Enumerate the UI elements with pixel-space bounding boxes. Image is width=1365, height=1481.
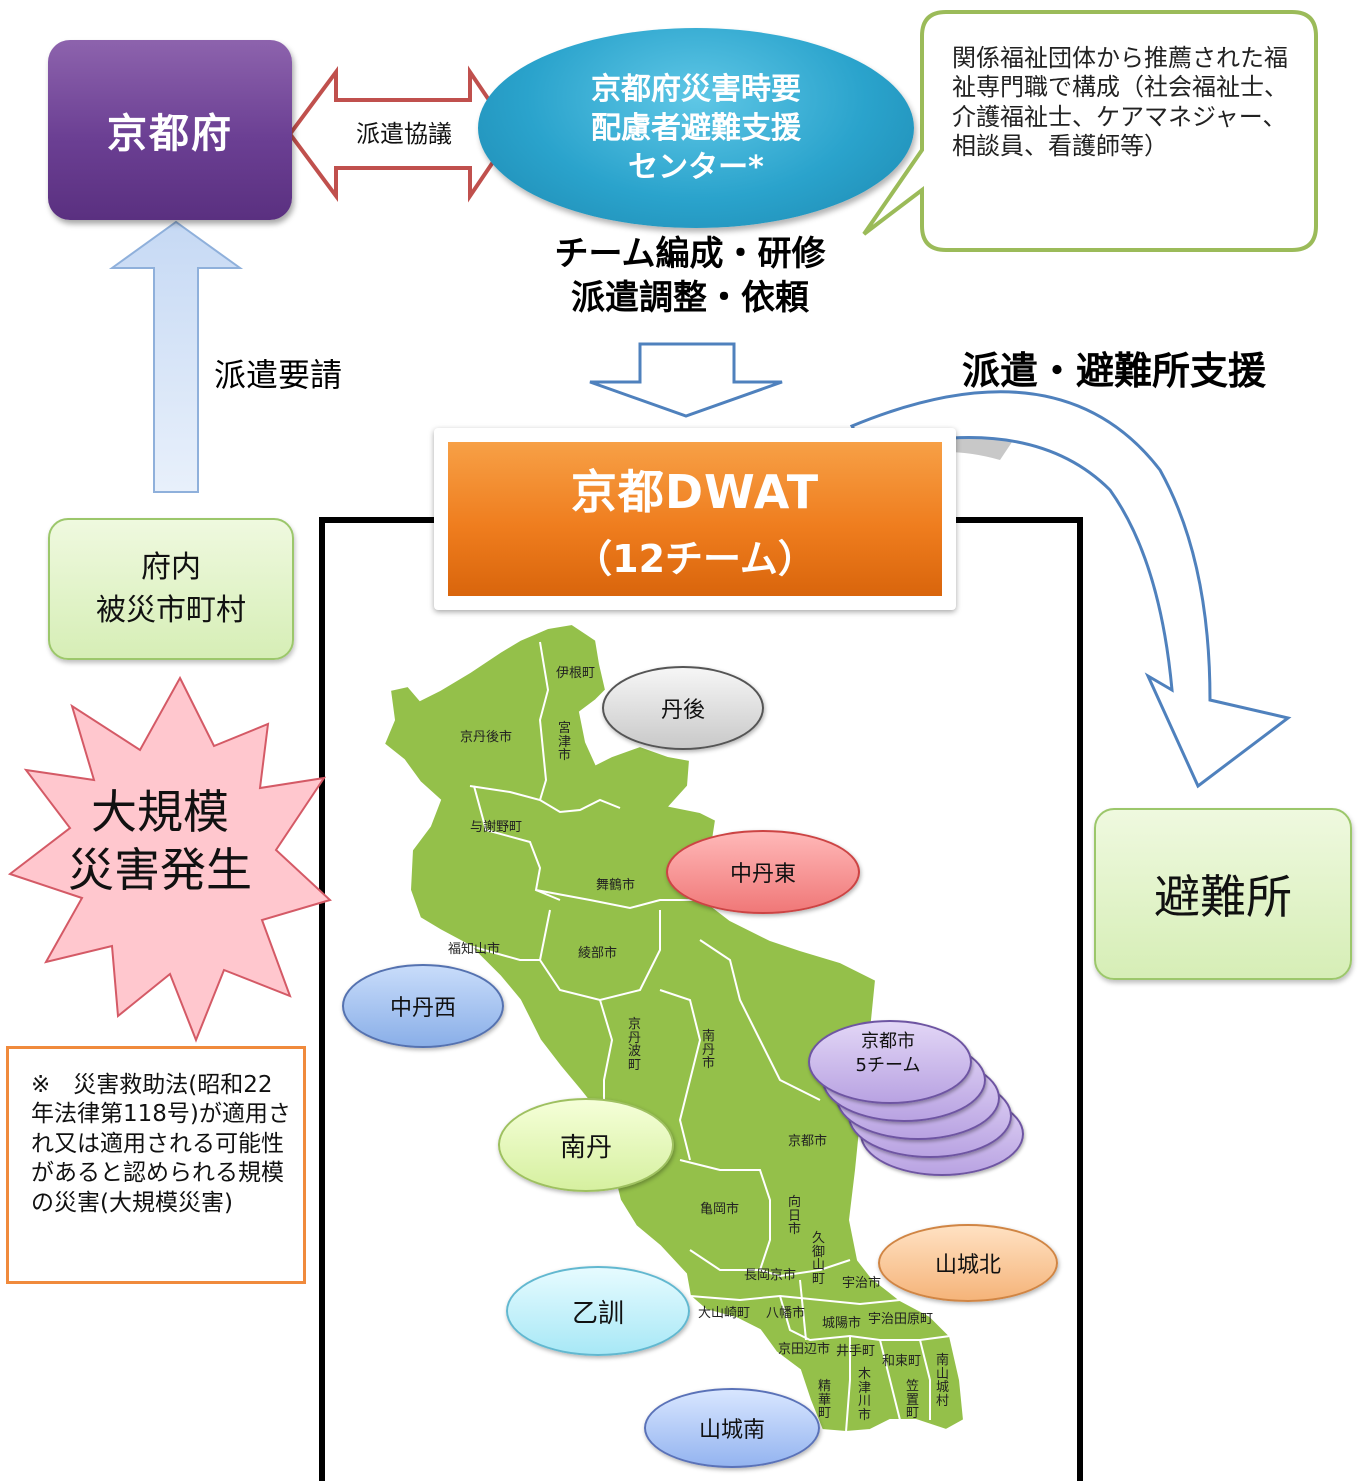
map-label-joyo: 城陽市 <box>822 1316 862 1331</box>
region-yamashiro-kita-label: 山城北 <box>934 1253 1001 1278</box>
curved-arrow <box>849 390 1292 789</box>
map-boundaries <box>469 641 951 1433</box>
footnote-text: ※ 災害救助法(昭和22年法律第118号)が適用され又は適用される可能性があると… <box>31 1072 291 1216</box>
region-yamashiro-minami-label: 山城南 <box>698 1418 765 1443</box>
region-chutansei-label: 中丹西 <box>389 996 456 1021</box>
disaster-label: 大規模 災害発生 <box>40 784 280 899</box>
map-label-yosano: 与謝野町 <box>470 820 523 835</box>
map-label-yawata: 八幡市 <box>766 1306 806 1321</box>
map-frame-right <box>950 517 1083 1481</box>
map-label-ide: 井手町 <box>836 1344 876 1359</box>
request-label: 派遣要請 <box>214 356 343 394</box>
tasks-line-1: チーム編成・研修 <box>554 234 826 274</box>
kyoto-city-label: 京都市 <box>861 1031 915 1052</box>
map-label-kizugawa: 木津川市 <box>858 1367 872 1423</box>
request-arrow <box>108 220 244 493</box>
region-nantan-label: 南丹 <box>559 1132 612 1163</box>
map-label-maizuru: 舞鶴市 <box>596 878 636 893</box>
kyoto-map <box>382 622 966 1434</box>
map-label-kyotango: 京丹後市 <box>460 730 513 745</box>
map-frame <box>319 517 440 1481</box>
map-label-kumiyama: 久御山町 <box>812 1231 826 1287</box>
map-label-ayabe: 綾部市 <box>578 946 618 961</box>
footnote-box: ※ 災害救助法(昭和22年法律第118号)が適用され又は適用される可能性があると… <box>6 1046 306 1284</box>
map-label-muko: 向日市 <box>788 1195 802 1238</box>
map-label-uji: 宇治市 <box>842 1276 882 1291</box>
callout-bubble <box>862 10 1318 252</box>
map-label-nagaokakyo: 長岡京市 <box>744 1268 797 1283</box>
shelter-box: 避難所 <box>1094 808 1352 980</box>
dwat-title: 京都DWAT <box>570 464 820 519</box>
map-label-seika: 精華町 <box>818 1379 832 1422</box>
disaster-line-2: 災害発生 <box>68 842 252 897</box>
disaster-starburst <box>7 675 332 1043</box>
shelter-label: 避難所 <box>1154 870 1292 924</box>
center-line-2: 配慮者避難支援 <box>591 110 801 146</box>
center-line-1: 京都府災害時要 <box>591 71 801 107</box>
map-label-kameoka: 亀岡市 <box>700 1202 740 1217</box>
region-chutanto-label: 中丹東 <box>729 862 796 887</box>
region-otokuni: 乙訓 <box>506 1266 690 1356</box>
callout-text: 関係福祉団体から推薦された福祉専門職で構成（社会福祉士、介護福祉士、ケアマネジャ… <box>952 44 1288 160</box>
prefecture-label: 京都府 <box>107 111 233 157</box>
kyoto-dwat-box: 京都DWAT （12チーム） <box>434 428 956 610</box>
map-label-kasagi: 笠置町 <box>906 1379 920 1422</box>
map-label-kyotamba: 京丹波町 <box>628 1017 642 1073</box>
agreement-label: 派遣協議 <box>356 120 452 148</box>
region-yamashiro-kita: 山城北 <box>878 1224 1058 1302</box>
municipality-line-2: 被災市町村 <box>96 593 246 628</box>
region-nantan: 南丹 <box>498 1098 674 1192</box>
down-arrow <box>589 342 783 418</box>
center-tasks: チーム編成・研修 派遣調整・依頼 <box>520 232 860 320</box>
region-tango-label: 丹後 <box>660 698 705 723</box>
map-label-minamiyamashiro: 南山城村 <box>936 1353 950 1409</box>
dwat-subtitle: （12チーム） <box>574 536 816 581</box>
disaster-line-1: 大規模 <box>91 785 229 839</box>
region-tango: 丹後 <box>602 666 764 750</box>
region-yamashiro-minami: 山城南 <box>644 1388 820 1468</box>
support-center-ellipse: 京都府災害時要 配慮者避難支援 センター* <box>478 28 914 228</box>
map-label-ine: 伊根町 <box>556 666 596 681</box>
map-label-ujitawara: 宇治田原町 <box>868 1312 934 1327</box>
map-label-miyazu: 宮津市 <box>558 721 572 764</box>
tasks-line-2: 派遣調整・依頼 <box>571 278 809 319</box>
kyoto-city-team-label: 京都市 5チーム <box>808 1030 968 1079</box>
kyoto-prefecture-box: 京都府 <box>48 40 292 220</box>
region-chutanto: 中丹東 <box>666 830 860 914</box>
map-label-kyoto-city: 京都市 <box>788 1134 828 1149</box>
region-otokuni-label: 乙訓 <box>571 1298 624 1329</box>
map-label-wazuka: 和束町 <box>882 1354 922 1369</box>
map-label-nantan-city: 南丹市 <box>702 1029 716 1072</box>
map-label-kyotanabe: 京田辺市 <box>778 1342 831 1357</box>
map-label-oyamazaki: 大山崎町 <box>698 1306 751 1321</box>
kyoto-team-ellipse-1 <box>808 1020 972 1104</box>
center-line-3: センター* <box>628 149 764 185</box>
region-chutansei: 中丹西 <box>342 964 504 1048</box>
map-label-fukuchiyama: 福知山市 <box>448 942 501 957</box>
kyoto-city-teams: 5チーム <box>855 1055 921 1077</box>
municipality-line-1: 府内 <box>141 549 201 585</box>
dispatch-support-label: 派遣・避難所支援 <box>962 349 1267 393</box>
municipality-box: 府内 被災市町村 <box>48 518 294 660</box>
